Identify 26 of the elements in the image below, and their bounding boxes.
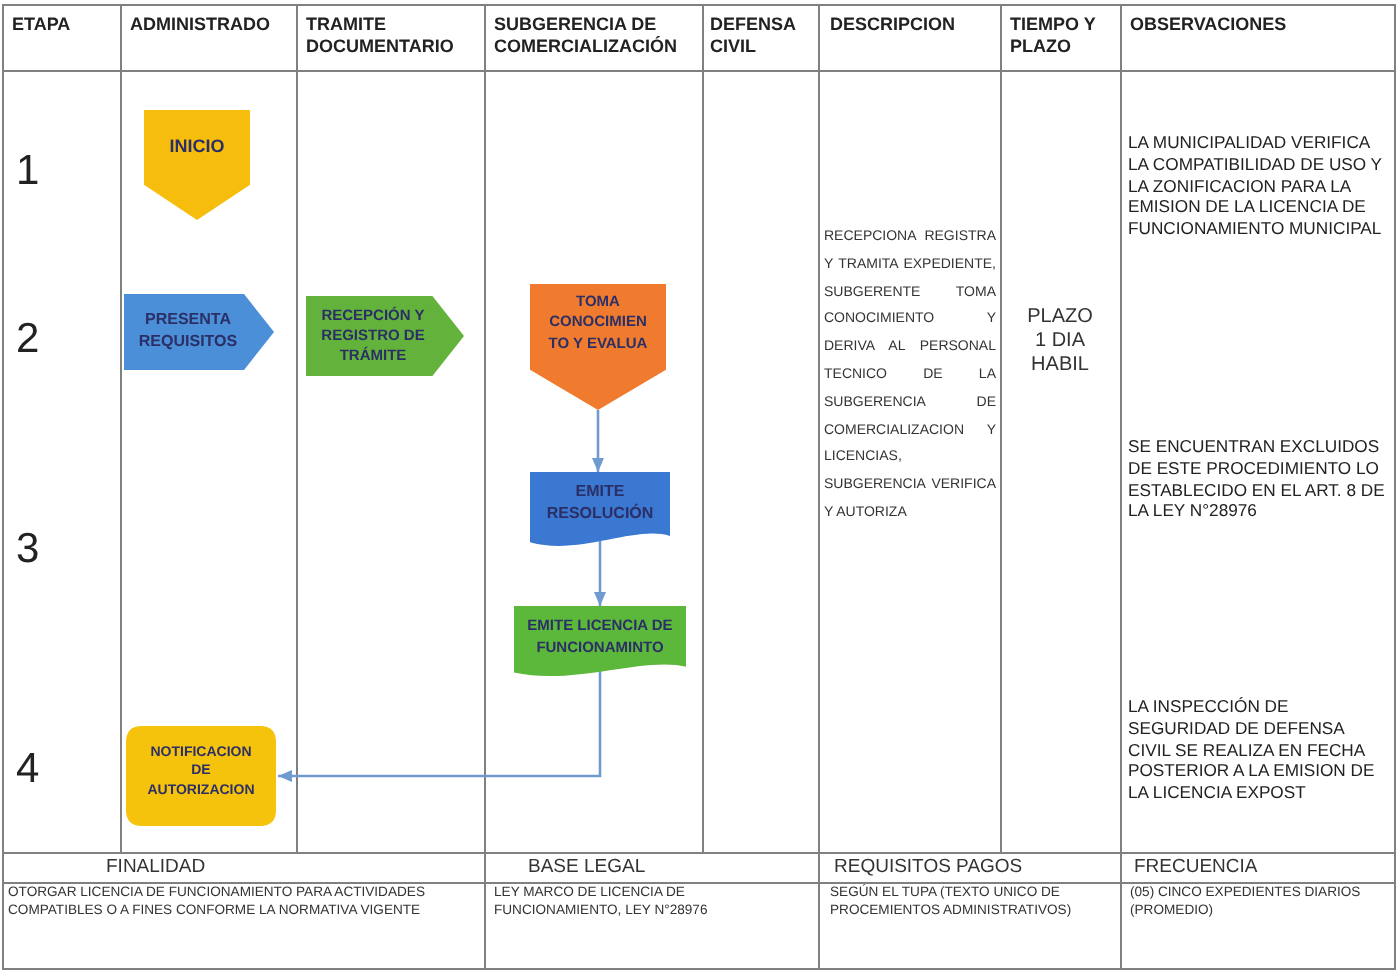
column-header: REQUISITOS PAGOS bbox=[834, 856, 1023, 880]
column-header: BASE LEGAL bbox=[528, 856, 646, 880]
column-header: FRECUENCIA bbox=[1134, 856, 1258, 880]
column-header: ADMINISTRADO bbox=[130, 14, 272, 36]
column-header: TRAMITE DOCUMENTARIO bbox=[306, 14, 456, 58]
note-text: LA INSPECCIÓN DE SEGURIDAD DE DEFENSA CIVIL SE REALIZA EN FECHA POSTERIOR A LA EMISION DE LA LICENCIA EXPOST bbox=[1128, 696, 1377, 804]
column-header: DESCRIPCION bbox=[830, 14, 958, 36]
duration-text: PLAZO 1 DIA HABIL bbox=[1025, 306, 1095, 378]
column-header: SUBGERENCIA DE COMERCIALIZACIÓN bbox=[494, 14, 679, 58]
column-header: ETAPA bbox=[12, 14, 73, 36]
note-text: SE ENCUENTRAN EXCLUIDOS DE ESTE PROCEDIMIENTO LO ESTABLECIDO EN EL ART. 8 DE LA LEY N°28976 bbox=[1128, 436, 1387, 523]
stage-number: 1 bbox=[16, 148, 40, 196]
connector-arrow bbox=[592, 410, 604, 472]
column-header: FINALIDAD bbox=[106, 856, 206, 880]
note-text: LA MUNICIPALIDAD VERIFICA LA COMPATIBILIDAD DE USO Y LA ZONIFICACION PARA LA EMISION DE LA LICENCIA DE FUNCIONAMIENTO MUNICIPAL bbox=[1128, 132, 1384, 240]
document-step: EMITE RESOLUCIÓN bbox=[530, 472, 670, 550]
process-step: PRESENTA REQUISITOS bbox=[124, 294, 274, 370]
stage-number: 2 bbox=[16, 316, 40, 364]
start-step: INICIO bbox=[144, 110, 250, 220]
connector-arrow bbox=[278, 671, 602, 782]
stage-number: 4 bbox=[16, 746, 40, 794]
column-header: DEFENSA CIVIL bbox=[710, 14, 798, 58]
connector-arrow bbox=[594, 540, 606, 606]
stage-number: 3 bbox=[16, 526, 40, 574]
column-header: OBSERVACIONES bbox=[1130, 14, 1289, 36]
column-header: TIEMPO Y PLAZO bbox=[1010, 14, 1098, 58]
